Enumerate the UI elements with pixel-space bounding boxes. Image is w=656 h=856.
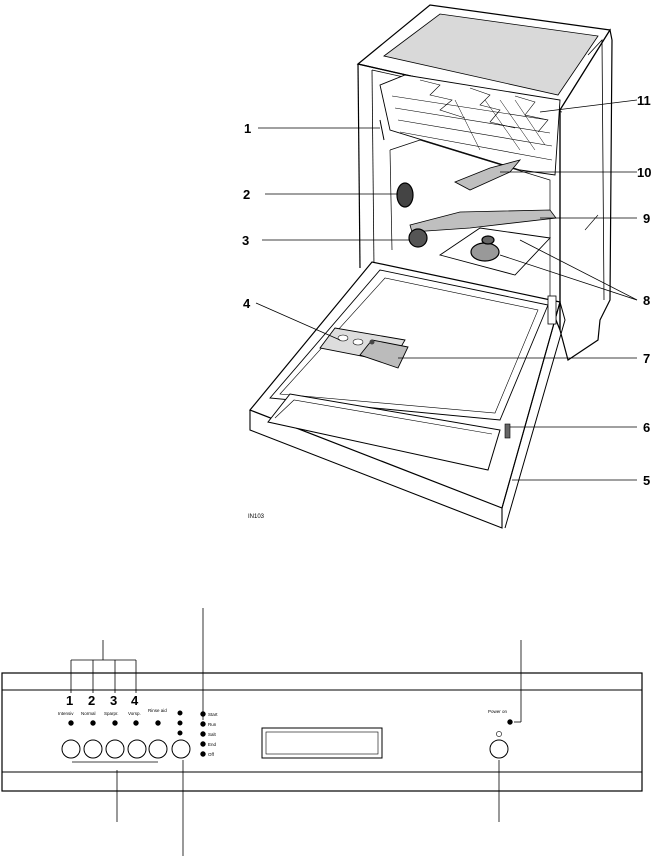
program-lamp-2 [90,720,96,726]
power-button[interactable] [489,739,509,759]
special-label: Rinse aid [148,708,167,713]
callout-5: 5 [643,473,650,488]
door-latch [504,423,511,439]
status-lamp-a [177,710,183,716]
program-lamp-4 [133,720,139,726]
special-button[interactable] [148,739,168,759]
program-button-3[interactable] [105,739,125,759]
callout-labels: 1 2 3 4 5 6 7 8 9 10 11 IN103 [242,93,651,520]
callout-1: 1 [244,121,251,136]
indicator-label-5: Off [208,752,215,757]
program-button-1[interactable] [61,739,81,759]
leader-lines [255,99,638,481]
callout-9: 9 [643,211,650,226]
program-label-1: Intensiv [58,711,74,716]
program-button-4[interactable] [127,739,147,759]
program-lamp-1 [68,720,74,726]
indicator-lamp-5 [200,751,206,757]
vent-grille [396,182,414,208]
dispenser-lid [359,339,409,369]
indicator-label-1: Start [208,712,218,717]
upper-basket [379,74,561,176]
panel-pointer-lines [70,608,522,856]
indicator-label-3: Salt [208,732,217,737]
callout-8: 8 [643,293,650,308]
side-wall [559,28,613,361]
indicator-lamp-3 [200,731,206,737]
status-lamp-c [177,730,183,736]
program-number-2: 2 [88,693,95,708]
power-icon [496,731,502,737]
special-lamp [155,720,161,726]
program-lamp-3 [112,720,118,726]
program-label-4: Vorsp. [128,711,141,716]
callout-4: 4 [243,296,251,311]
callout-11: 11 [637,93,651,108]
power-indicator-lamp [507,719,513,725]
indicator-lamp-1 [200,711,206,717]
door-handle [267,393,501,471]
figure-reference: IN103 [248,514,265,520]
power-indicator-label: Power on [488,709,508,714]
program-button-2[interactable] [83,739,103,759]
filter [470,242,500,262]
program-label-3: Sparpr. [104,711,119,716]
worktop-panel [383,13,599,96]
callout-10: 10 [637,165,651,180]
display-window [261,727,383,759]
program-number-4: 4 [131,693,139,708]
indicator-label-4: End [208,742,217,747]
control-panel: 1 2 3 4 Intensiv Normal Sparpr. Vorsp. R… [1,608,643,856]
status-lamp-b [177,720,183,726]
program-number-3: 3 [110,693,117,708]
callout-3: 3 [242,233,249,248]
indicator-lamp-2 [200,721,206,727]
callout-2: 2 [243,187,250,202]
indicator-label-2: Run [208,722,217,727]
callout-6: 6 [643,420,650,435]
open-door [249,261,566,529]
callout-7: 7 [643,351,650,366]
upper-spray-arm [454,159,522,191]
indicator-lamp-4 [200,741,206,747]
program-label-2: Normal [81,711,96,716]
dishwasher-illustration [249,4,638,529]
delay-start-button[interactable] [171,739,191,759]
program-number-1: 1 [66,693,73,708]
water-softener-cap [408,228,428,248]
